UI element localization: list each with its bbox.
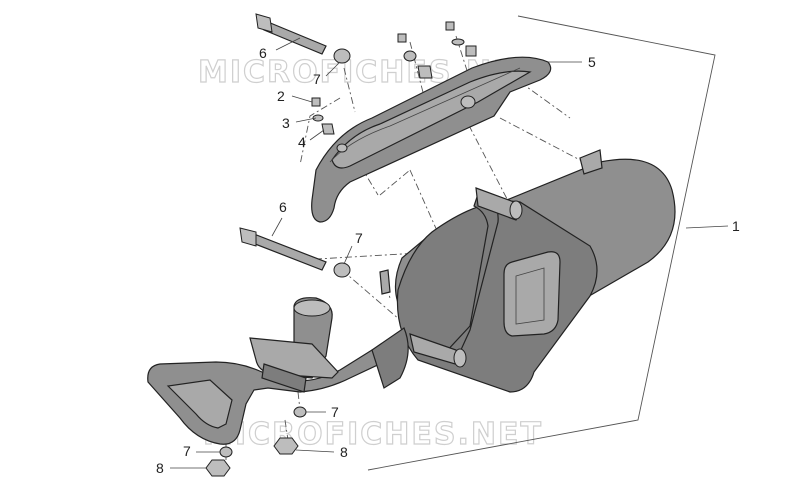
callout-7-right: 7 bbox=[331, 404, 339, 420]
washer-7c bbox=[293, 406, 307, 418]
heat-shield bbox=[311, 56, 552, 223]
washer-7d bbox=[219, 446, 233, 458]
callout-6-upper: 6 bbox=[259, 45, 267, 61]
bolt-upper bbox=[255, 13, 327, 55]
leader-lines bbox=[170, 37, 729, 469]
callout-3: 3 bbox=[282, 115, 290, 131]
callout-8-left: 8 bbox=[156, 460, 164, 476]
callout-1: 1 bbox=[732, 218, 740, 234]
nut-8a bbox=[273, 437, 299, 455]
callout-7-middle: 7 bbox=[355, 230, 363, 246]
mounting-bracket bbox=[409, 187, 523, 368]
callout-4: 4 bbox=[298, 134, 306, 150]
exhaust-pipe bbox=[147, 297, 409, 445]
assembly-frame bbox=[367, 15, 716, 471]
callout-5: 5 bbox=[588, 54, 596, 70]
bolt-lower bbox=[239, 227, 327, 271]
washer-7a bbox=[333, 48, 351, 64]
callout-2: 2 bbox=[277, 88, 285, 104]
washer-7b bbox=[333, 262, 351, 278]
callout-7-left: 7 bbox=[183, 443, 191, 459]
watermark-bottom: MICROFICHES.NET bbox=[203, 417, 543, 452]
silencer bbox=[379, 149, 676, 393]
nut-8b bbox=[205, 459, 231, 477]
callout-7-upper: 7 bbox=[313, 71, 321, 87]
callout-8-right: 8 bbox=[340, 444, 348, 460]
small-fasteners bbox=[311, 21, 477, 135]
callout-6-lower: 6 bbox=[279, 199, 287, 215]
